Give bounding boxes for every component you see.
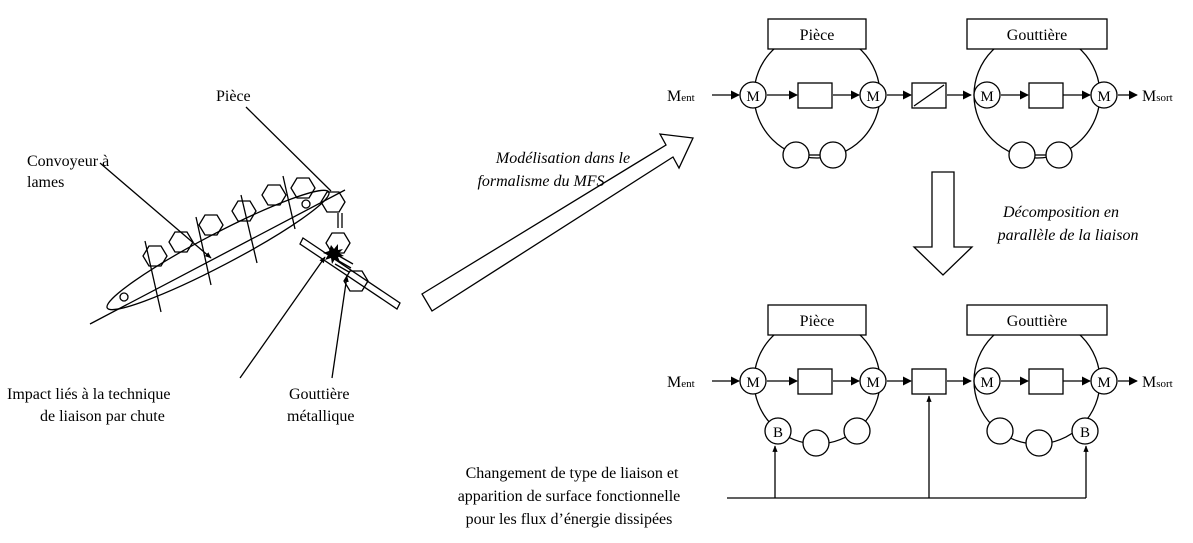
bottom-piece-node-b-label: B — [773, 425, 783, 441]
bottom-gouttiere-surface-left — [986, 417, 1014, 445]
bottom-piece-node-b — [764, 417, 792, 445]
decomposition-line1: Décomposition en — [1002, 204, 1119, 221]
leader-impact — [239, 256, 326, 379]
label-impact-line2: de liaison par chute — [40, 408, 165, 425]
modelisation-line1: Modélisation dans le — [495, 150, 630, 167]
top-piece-function-box — [797, 82, 833, 109]
label-piece: Pièce — [216, 88, 251, 105]
bottom-node-m3-label: M — [980, 375, 993, 391]
conveyor-roller-right — [301, 199, 311, 209]
bottom-node-m3 — [973, 367, 1001, 395]
top-gouttiere-label-box: Gouttière — [966, 18, 1108, 50]
top-m-sort: Msort — [1142, 88, 1173, 105]
bottom-gouttiere-function-box — [1028, 368, 1064, 395]
modelisation-line2: formalisme du MFS — [477, 173, 604, 190]
bottom-piece-label: Pièce — [800, 313, 835, 330]
bottom-gouttiere-node-b — [1071, 417, 1099, 445]
top-gouttiere-label: Gouttière — [1007, 27, 1067, 44]
bottom-piece-label-box: Pièce — [767, 304, 867, 336]
label-gouttiere-line2: métallique — [287, 408, 355, 425]
caption-connectors — [727, 395, 1089, 499]
top-gouttiere-function-box — [1028, 82, 1064, 109]
caption-line3: pour les flux d’énergie dissipées — [466, 511, 673, 528]
top-piece-label: Pièce — [800, 27, 835, 44]
top-piece-surface-left — [782, 141, 810, 169]
bottom-gouttiere-node-b-label: B — [1080, 425, 1090, 441]
impact-star-icon — [323, 244, 344, 264]
top-node-m4 — [1090, 81, 1118, 109]
bottom-liaison-box — [911, 368, 947, 395]
top-gouttiere-surface-left — [1008, 141, 1036, 169]
top-node-m2 — [859, 81, 887, 109]
conveyor-illustration: Pièce Convoyeur à lames Impact liés à la… — [7, 88, 401, 425]
bottom-gouttiere-label-box: Gouttière — [966, 304, 1108, 336]
bottom-model: Pièce Gouttière B B M M M M — [667, 304, 1173, 499]
bottom-node-m2 — [859, 367, 887, 395]
leader-convoyeur — [99, 162, 212, 259]
conveyor-blades — [144, 175, 296, 313]
leader-piece — [245, 106, 332, 192]
bottom-m-ent: Ment — [667, 374, 695, 391]
bottom-node-m4-label: M — [1097, 375, 1110, 391]
bottom-gouttiere-label: Gouttière — [1007, 313, 1067, 330]
top-model: Pièce Gouttière M M M M — [667, 18, 1173, 169]
caption: Changement de type de liaison et apparit… — [458, 465, 681, 528]
decomposition-line2: parallèle de la liaison — [997, 227, 1139, 244]
bottom-piece-surface-mid — [802, 429, 830, 457]
label-impact-line1: Impact liés à la technique — [7, 386, 170, 403]
top-m-ent: Ment — [667, 88, 695, 105]
bottom-gouttiere-surface-mid — [1025, 429, 1053, 457]
top-piece-surface-right — [819, 141, 847, 169]
bottom-node-m2-label: M — [866, 375, 879, 391]
top-node-m4-label: M — [1097, 89, 1110, 105]
caption-line2: apparition de surface fonctionnelle — [458, 488, 681, 505]
top-node-m1 — [739, 81, 767, 109]
modelisation-arrow: Modélisation dans le formalisme du MFS — [421, 133, 694, 312]
decomposition-arrow: Décomposition en parallèle de la liaison — [912, 171, 1139, 276]
down-arrow-shape — [912, 171, 974, 276]
bottom-node-m1 — [739, 367, 767, 395]
metal-gutter — [299, 237, 401, 310]
conveyor-roller-left — [119, 292, 129, 302]
big-arrow-shape — [421, 133, 694, 312]
label-convoyeur-line1: Convoyeur à — [27, 153, 109, 170]
bottom-node-m1-label: M — [746, 375, 759, 391]
conveyor-rod — [89, 189, 346, 325]
top-node-m2-label: M — [866, 89, 879, 105]
label-convoyeur-line2: lames — [27, 174, 64, 191]
bottom-piece-surface-right — [843, 417, 871, 445]
top-node-m3-label: M — [980, 89, 993, 105]
caption-line1: Changement de type de liaison et — [466, 465, 679, 482]
label-gouttiere-line1: Gouttière — [289, 386, 349, 403]
bottom-piece-function-box — [797, 368, 833, 395]
top-node-m3 — [973, 81, 1001, 109]
top-node-m1-label: M — [746, 89, 759, 105]
top-gouttiere-surface-right — [1045, 141, 1073, 169]
bottom-node-m4 — [1090, 367, 1118, 395]
leader-gouttiere — [331, 275, 349, 379]
top-piece-label-box: Pièce — [767, 18, 867, 50]
bottom-m-sort: Msort — [1142, 374, 1173, 391]
